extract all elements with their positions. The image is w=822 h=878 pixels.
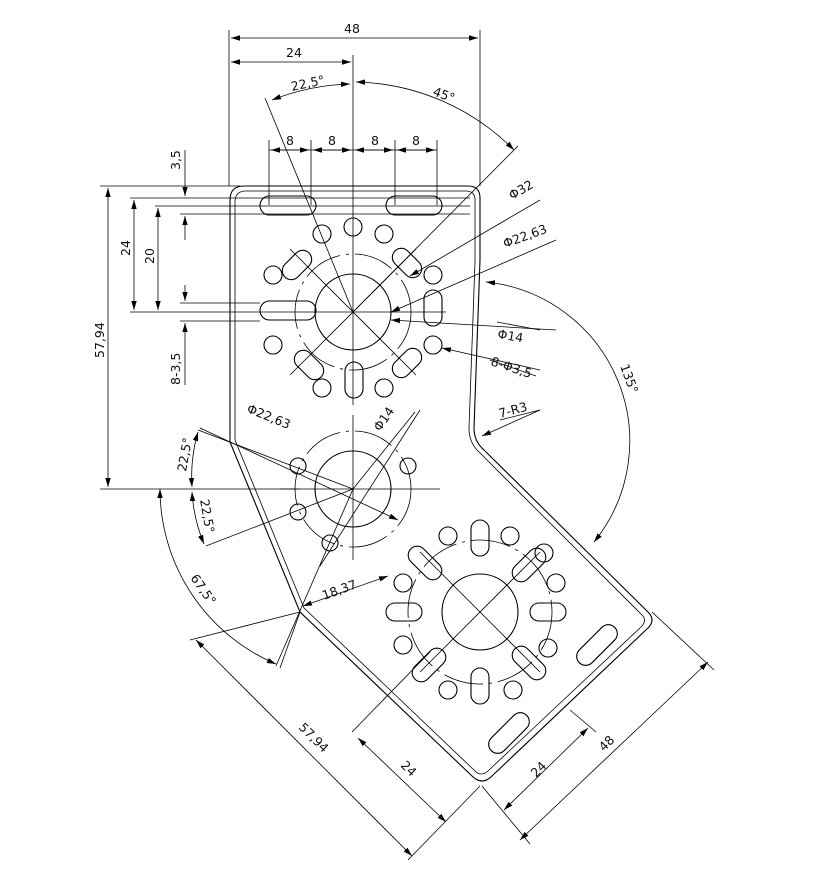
hole bbox=[263, 265, 283, 285]
center-hole-low bbox=[441, 573, 519, 651]
slot bbox=[344, 361, 364, 399]
angle-45: 45° bbox=[431, 84, 457, 106]
hole bbox=[374, 378, 394, 398]
hole bbox=[321, 534, 339, 552]
slot bbox=[391, 247, 423, 279]
dim-8-d: 8 bbox=[412, 133, 420, 148]
dia-14-top: Φ14 bbox=[496, 326, 524, 345]
angle-22-5-top: 22,5° bbox=[290, 72, 326, 94]
lower-hole-group bbox=[385, 519, 618, 754]
angle-22-5-b: 22,5° bbox=[197, 498, 218, 534]
hole bbox=[399, 457, 417, 475]
slot bbox=[391, 347, 423, 379]
plate-inner-outline bbox=[234, 190, 645, 775]
dim-57-94-bottom: 57,94 bbox=[296, 720, 332, 756]
slot bbox=[411, 647, 447, 683]
dim-24-top: 24 bbox=[286, 45, 302, 60]
hole bbox=[534, 543, 554, 563]
slot bbox=[488, 712, 530, 754]
top-hole-group bbox=[259, 195, 446, 405]
hole bbox=[503, 680, 523, 700]
dim-20-left: 20 bbox=[142, 248, 157, 264]
hole bbox=[289, 457, 307, 475]
dim-48-top: 48 bbox=[344, 21, 360, 36]
dim-8-c: 8 bbox=[371, 133, 379, 148]
angle-22-5-a: 22,5° bbox=[174, 436, 195, 472]
hole bbox=[423, 265, 443, 285]
dim-24-left: 24 bbox=[118, 240, 133, 256]
hole bbox=[393, 573, 413, 593]
dimension-labels: 48 24 8 8 8 8 22,5° 45° 3,5 24 20 57,94 … bbox=[92, 21, 642, 780]
dia-8-3-5-right: 8-Φ3,5 bbox=[489, 354, 534, 381]
angle-67-5: 67,5° bbox=[188, 571, 220, 608]
hole bbox=[538, 638, 558, 658]
slot bbox=[470, 519, 490, 557]
slot-top-left bbox=[259, 195, 317, 216]
radius-7-r3: 7-R3 bbox=[497, 399, 529, 421]
hole bbox=[546, 573, 566, 593]
dim-24-bottom-left: 24 bbox=[398, 758, 420, 780]
slot bbox=[529, 602, 567, 622]
slot bbox=[407, 545, 443, 581]
hole bbox=[438, 526, 458, 546]
dim-18-37: 18,37 bbox=[320, 576, 359, 602]
dia-22-63-mid: Φ22,63 bbox=[245, 401, 293, 432]
bolt-circle-low bbox=[407, 539, 553, 685]
dia-14-mid: Φ14 bbox=[370, 404, 397, 434]
hole bbox=[438, 680, 458, 700]
slot-mid-left bbox=[259, 300, 317, 321]
angle-135: 135° bbox=[617, 362, 641, 395]
slot bbox=[423, 289, 443, 327]
dim-57-94-left: 57,94 bbox=[92, 322, 107, 358]
hole bbox=[500, 526, 520, 546]
hole bbox=[312, 378, 332, 398]
hole bbox=[374, 224, 394, 244]
dim-8-b: 8 bbox=[328, 133, 336, 148]
dim-8-3-5-left: 8-3,5 bbox=[168, 353, 183, 385]
middle-hole-group bbox=[280, 415, 440, 560]
dim-24-bottom-right: 24 bbox=[528, 758, 550, 780]
plate-outline bbox=[229, 185, 653, 782]
slot bbox=[511, 645, 547, 681]
hole bbox=[263, 335, 283, 355]
slot bbox=[576, 624, 618, 666]
hole bbox=[393, 635, 413, 655]
hole bbox=[312, 224, 332, 244]
dim-3-5: 3,5 bbox=[168, 150, 183, 170]
dimension-lines bbox=[100, 30, 715, 861]
slot-top-right bbox=[385, 195, 443, 216]
slot bbox=[281, 249, 313, 281]
slot bbox=[511, 547, 547, 583]
hole bbox=[423, 335, 443, 355]
slot bbox=[385, 602, 423, 622]
slot bbox=[293, 349, 325, 381]
hole bbox=[289, 503, 307, 521]
dim-8-a: 8 bbox=[286, 133, 294, 148]
dia-32: Φ32 bbox=[506, 177, 536, 203]
slot bbox=[470, 667, 490, 705]
